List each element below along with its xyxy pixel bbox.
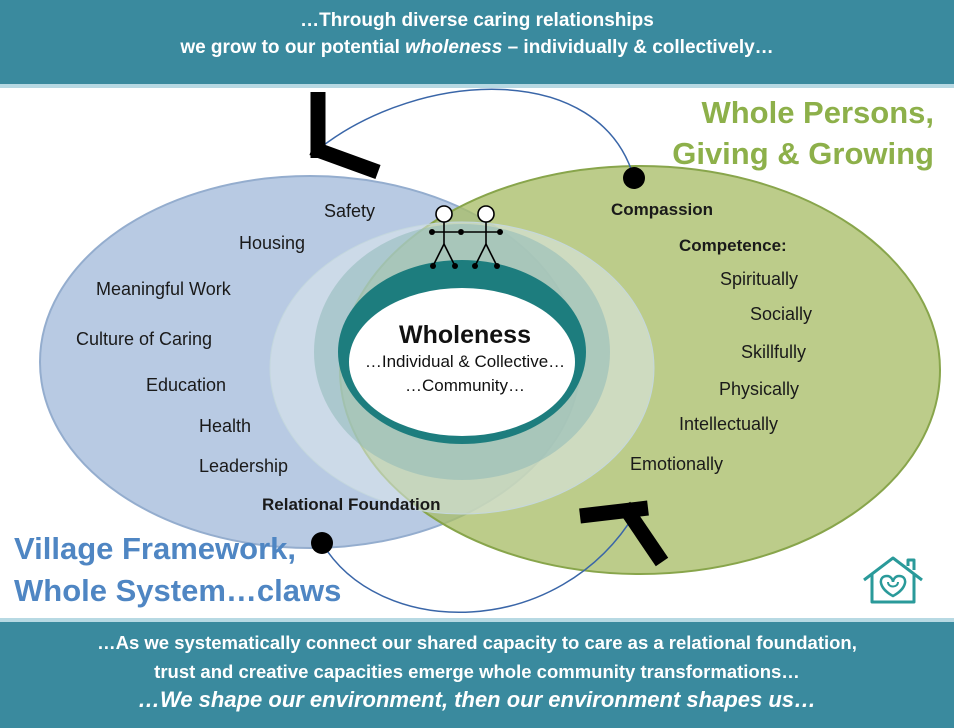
top-banner-line2: we grow to our potential wholeness – ind… xyxy=(0,34,954,61)
top-arrowhead xyxy=(309,92,381,180)
right-title: Whole Persons, Giving & Growing xyxy=(654,92,934,174)
label-socially: Socially xyxy=(750,304,813,324)
bottom-banner-line1: …As we systematically connect our shared… xyxy=(97,632,857,653)
top-arc xyxy=(319,88,635,179)
bottom-banner-quote: …We shape our environment, then our envi… xyxy=(137,687,817,712)
label-relational-foundation: Relational Foundation xyxy=(262,495,441,514)
wholeness-text: Wholeness …Individual & Collective… …Com… xyxy=(350,320,580,398)
label-education: Education xyxy=(146,375,227,395)
top-banner-line2-post: – individually & collectively… xyxy=(502,37,774,58)
label-safety: Safety xyxy=(324,201,376,221)
left-title-line1: Village Framework, xyxy=(14,531,296,566)
label-leadership: Leadership xyxy=(199,456,289,476)
bottom-arc xyxy=(321,511,637,613)
top-banner-line2-pre: we grow to our potential xyxy=(180,37,406,58)
bottom-arrowhead xyxy=(579,500,669,567)
top-banner: …Through diverse caring relationships we… xyxy=(0,0,954,88)
label-health: Health xyxy=(199,416,252,436)
bottom-dot xyxy=(311,532,333,554)
label-housing: Housing xyxy=(239,233,306,253)
label-physically: Physically xyxy=(719,379,800,399)
label-emotionally: Emotionally xyxy=(630,454,724,474)
label-spiritually: Spiritually xyxy=(720,269,799,289)
stick-figure-hands xyxy=(429,229,503,269)
label-meaningful-work: Meaningful Work xyxy=(96,279,231,299)
wholeness-center xyxy=(349,288,575,436)
wholeness-line2: …Community… xyxy=(405,376,525,395)
label-competence: Competence: xyxy=(679,236,787,255)
house-heart-logo-icon xyxy=(863,556,923,604)
label-compassion: Compassion xyxy=(611,200,714,219)
right-title-line2: Giving & Growing xyxy=(672,136,934,171)
left-title-line2: Whole System…claws xyxy=(14,573,342,608)
right-title-line1: Whole Persons, xyxy=(701,95,934,130)
label-intellectually: Intellectually xyxy=(679,414,779,434)
bottom-banner-line2: trust and creative capacities emerge who… xyxy=(154,661,800,682)
bottom-banner: …As we systematically connect our shared… xyxy=(0,618,954,728)
top-dot xyxy=(623,167,645,189)
label-culture-of-caring: Culture of Caring xyxy=(76,329,213,349)
stick-figure-icon xyxy=(432,205,500,267)
top-banner-emphasis: wholeness xyxy=(405,37,503,58)
label-skillfully: Skillfully xyxy=(741,342,807,362)
top-banner-line1: …Through diverse caring relationships xyxy=(300,10,654,31)
wholeness-title: Wholeness xyxy=(399,321,531,349)
wholeness-line1: …Individual & Collective… xyxy=(364,352,566,371)
left-title: Village Framework, Whole System…claws xyxy=(14,528,341,612)
